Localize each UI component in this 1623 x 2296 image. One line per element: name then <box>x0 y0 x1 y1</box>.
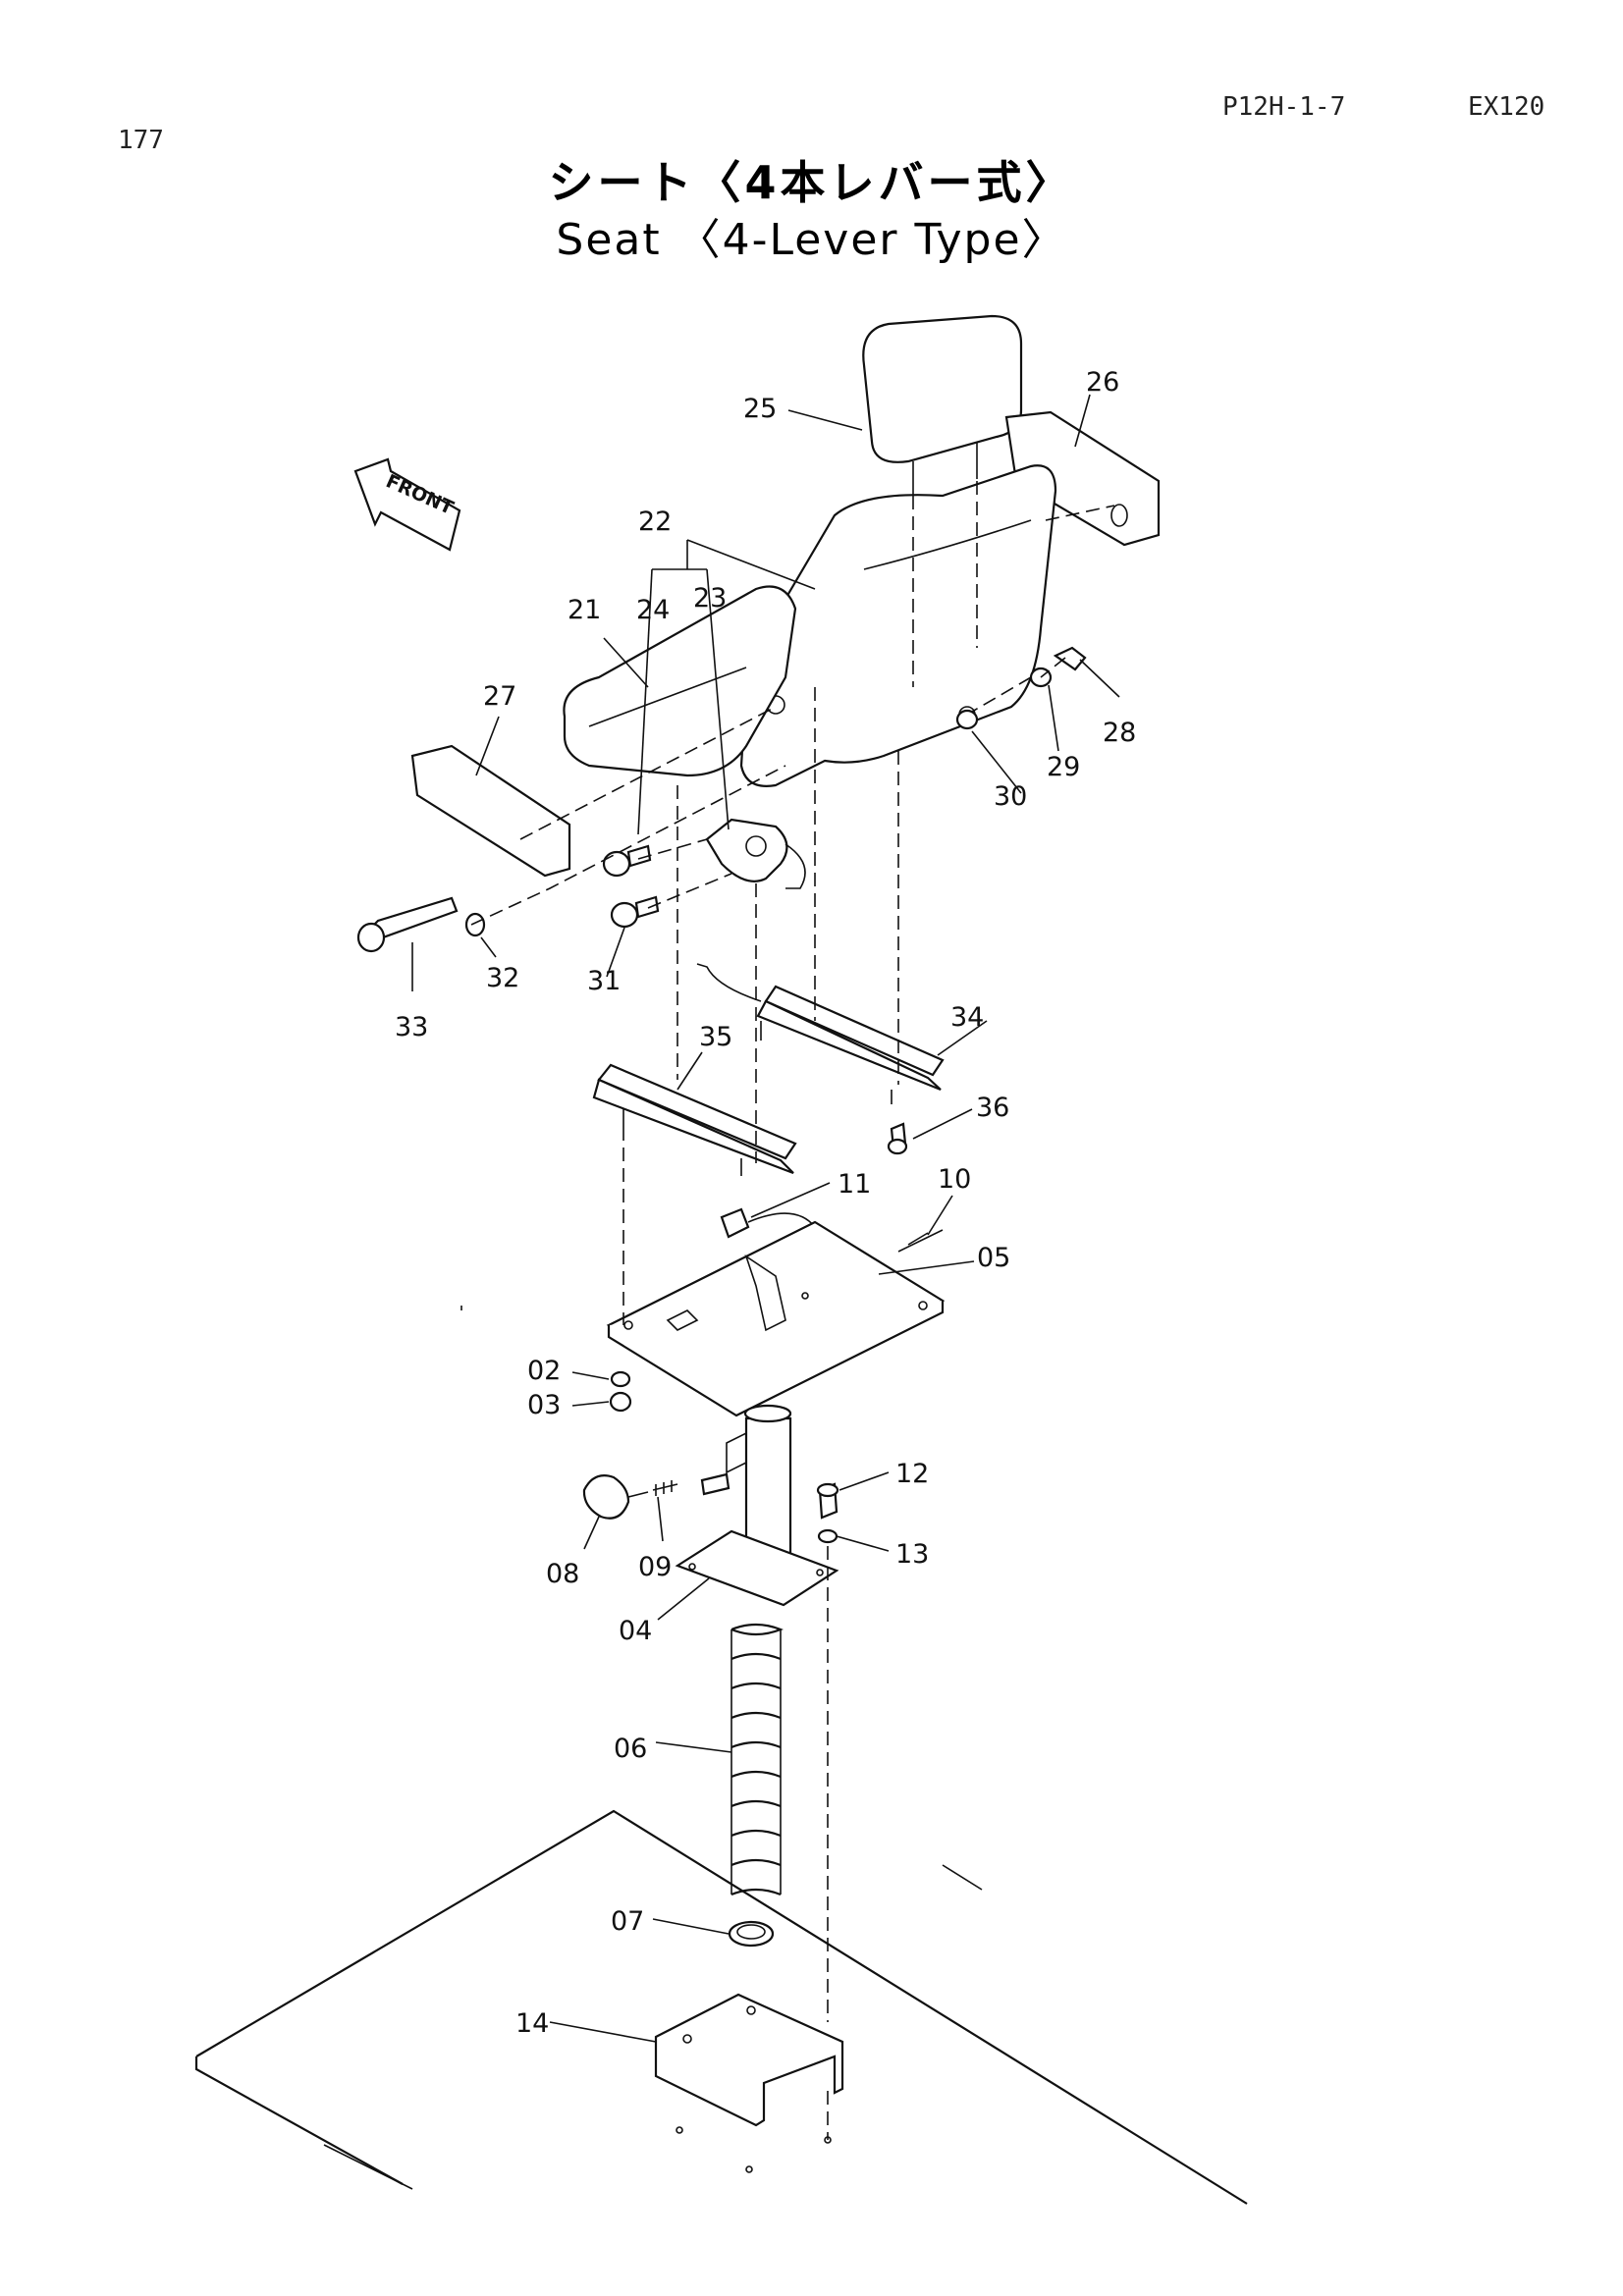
washer-nut <box>609 1370 632 1413</box>
callout-31: 31 <box>587 966 621 996</box>
callout-30: 30 <box>994 781 1027 812</box>
callout-28: 28 <box>1103 718 1136 748</box>
leader-lines <box>411 394 1120 2043</box>
callout-09: 09 <box>638 1552 672 1582</box>
part-callouts: 25 26 22 24 23 21 27 28 29 30 33 32 31 3… <box>395 367 1136 2039</box>
mounting-plate <box>606 1220 946 1417</box>
callout-06: 06 <box>614 1734 647 1764</box>
floor-mounting-holes <box>676 2126 832 2173</box>
callout-02: 02 <box>527 1356 561 1386</box>
title-english: Seat 〈4-Lever Type〉 <box>556 215 1067 265</box>
left-armrest <box>410 744 571 878</box>
callout-21: 21 <box>568 595 601 625</box>
rail-bolt <box>887 1122 908 1155</box>
callout-05: 05 <box>977 1243 1010 1273</box>
recliner-bracket <box>705 818 806 889</box>
slide-rail-right <box>696 963 945 1104</box>
callout-25: 25 <box>743 394 777 424</box>
assembly-lines <box>460 481 1115 2140</box>
callout-33: 33 <box>395 1012 428 1042</box>
title-japanese: シート〈4本レバー式〉 <box>548 156 1075 209</box>
callout-12: 12 <box>895 1459 929 1489</box>
callout-04: 04 <box>619 1616 652 1646</box>
callout-03: 03 <box>527 1390 561 1420</box>
callout-14: 14 <box>515 2008 549 2039</box>
base-bracket <box>654 1993 844 2127</box>
spring-seat-ring <box>728 1920 775 1948</box>
model-name: EX120 <box>1468 92 1545 122</box>
recline-knobs <box>602 844 660 929</box>
slide-rail-left <box>592 1063 797 1176</box>
callout-32: 32 <box>486 963 519 993</box>
callout-23: 23 <box>693 583 727 614</box>
column-base-plate <box>675 1529 839 1607</box>
height-knob <box>582 1472 730 1520</box>
callout-26: 26 <box>1086 367 1119 398</box>
callout-29: 29 <box>1047 752 1080 782</box>
front-label: FRONT <box>383 470 457 519</box>
callout-07: 07 <box>611 1906 644 1937</box>
page-number: 177 <box>118 126 164 155</box>
callout-11: 11 <box>838 1169 871 1200</box>
coil-spring <box>730 1623 784 1896</box>
pivot-bolt <box>356 896 486 953</box>
callout-10: 10 <box>938 1164 971 1195</box>
callout-24: 24 <box>636 595 670 625</box>
callout-34: 34 <box>950 1002 984 1033</box>
front-arrow-icon: FRONT <box>353 457 461 552</box>
callout-36: 36 <box>976 1093 1009 1123</box>
document-code: P12H-1-7 <box>1222 92 1346 122</box>
callout-08: 08 <box>546 1559 579 1589</box>
base-bolt <box>816 1482 839 1544</box>
headrest <box>862 314 1023 499</box>
callout-27: 27 <box>483 681 516 712</box>
callout-13: 13 <box>895 1539 929 1570</box>
callout-22: 22 <box>638 507 672 537</box>
callout-35: 35 <box>699 1022 732 1052</box>
floor-plate <box>194 1809 1248 2205</box>
